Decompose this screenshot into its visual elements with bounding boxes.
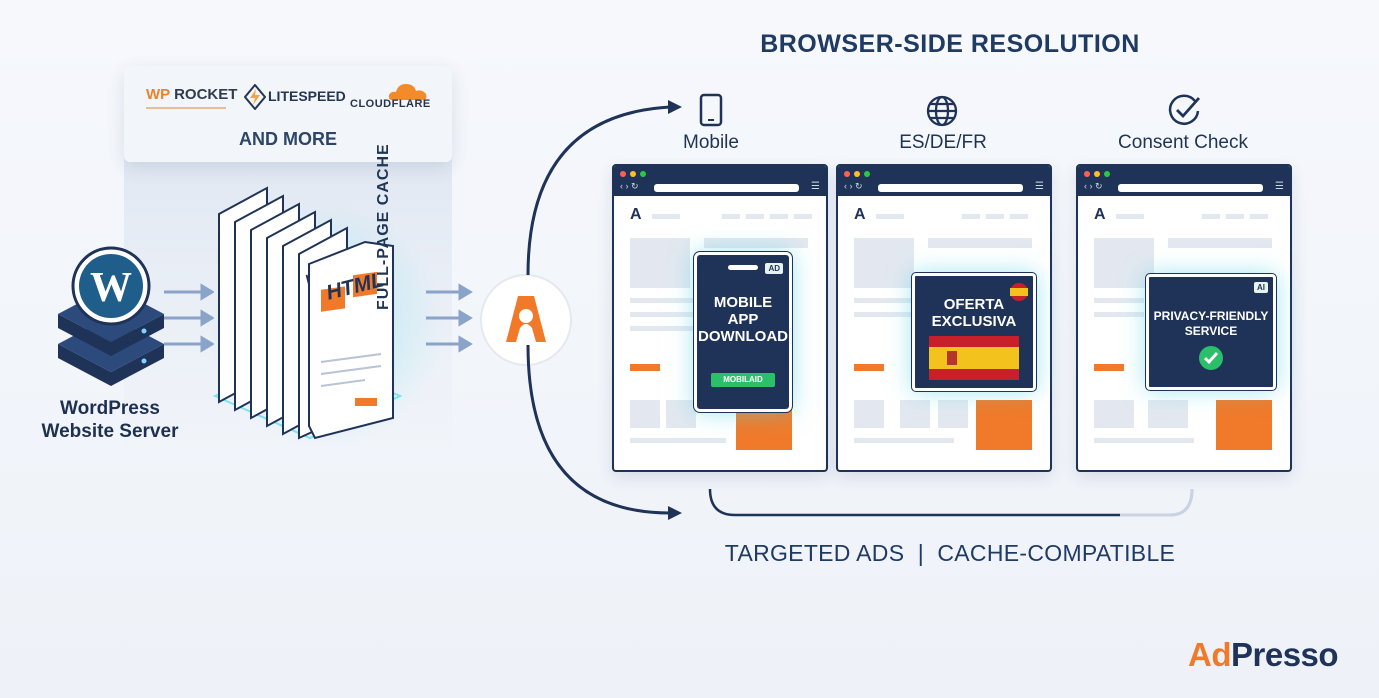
address-bar [654,184,799,192]
back-forward-icon: ‹ › ↻ [844,181,863,191]
cache-page-stack: HTML [212,186,403,440]
column-label-mobile: Mobile [683,132,739,153]
wordpress-server-icon: W [58,246,164,386]
litespeed-icon [244,84,266,110]
wp-rocket-underline [146,107,226,109]
wp-rocket-logo: WP ROCKET [146,86,237,103]
ad-text-line: APP [727,311,759,328]
spain-flag-icon [929,336,1019,380]
ad-badge: AD [765,263,783,274]
browser-toolbar: ‹ › ↻ ☰ [838,166,1050,196]
check-circle-icon [1168,94,1201,125]
ad-card-geo[interactable]: OFERTA EXCLUSIVA [911,272,1037,392]
menu-icon: ☰ [1035,181,1044,192]
ad-text-line: EXCLUSIVA [931,313,1017,330]
maximize-dot-icon [1104,171,1110,177]
brand-ad: Ad [1188,636,1232,673]
wp-rocket-logo-prefix: WP [146,86,170,103]
ad-text-line: MOBILE [713,294,773,311]
wordpress-server-label: WordPress Website Server [30,397,190,443]
cache-providers-card [124,66,452,162]
server-label-line-1: WordPress [60,398,160,419]
address-bar [1118,184,1263,192]
adpresso-logo: AdPresso [1188,636,1339,674]
ad-card-consent[interactable]: AI PRIVACY-FRIENDLY SERVICE [1145,273,1277,391]
server-to-cache-arrows [164,283,214,353]
menu-icon: ☰ [1275,181,1284,192]
ad-text-line: SERVICE [1184,324,1238,338]
spain-flag-badge-icon [1010,283,1028,301]
minimize-dot-icon [854,171,860,177]
browser-toolbar: ‹ › ↻ ☰ [614,166,826,196]
ad-text-line: PRIVACY-FRIENDLY [1153,309,1269,323]
column-label-consent: Consent Check [1118,132,1248,153]
site-logo-icon: A [1094,206,1106,223]
back-forward-icon: ‹ › ↻ [1084,181,1103,191]
close-dot-icon [1084,171,1090,177]
brand-presso: Presso [1231,636,1339,673]
minimize-dot-icon [630,171,636,177]
ad-card-mobile[interactable]: AD MOBILE APP DOWNLOAD MOBILAID [693,251,793,413]
and-more-label: AND MORE [239,129,337,149]
ad-text-line: DOWNLOAD [698,328,788,345]
phone-notch [728,265,758,270]
cloudflare-logo: CLOUDFLARE [350,98,431,110]
address-bar [878,184,1023,192]
minimize-dot-icon [1094,171,1100,177]
ad-download-button[interactable]: MOBILAID [711,373,775,387]
globe-icon [926,95,958,127]
browser-window-consent: ‹ › ↻ ☰ A [1076,164,1292,472]
wp-rocket-logo-name: ROCKET [174,86,238,103]
back-forward-icon: ‹ › ↻ [620,181,639,191]
browser-toolbar: ‹ › ↻ ☰ [1078,166,1290,196]
server-label-line-2: Website Server [41,421,179,442]
svg-text:W: W [90,265,132,311]
diagram-title: BROWSER-SIDE RESOLUTION [760,30,1140,58]
close-dot-icon [620,171,626,177]
full-page-cache-label: FULL-PAGE CACHE [375,143,392,310]
tagline: TARGETED ADS | CACHE-COMPATIBLE [724,540,1176,566]
ai-badge: AI [1254,282,1268,293]
menu-icon: ☰ [811,181,820,192]
smartphone-icon [699,93,723,127]
cache-to-adpresso-arrows [426,283,473,353]
maximize-dot-icon [640,171,646,177]
flow-arrows [526,100,1194,520]
adpresso-hub-icon [480,274,572,366]
close-dot-icon [844,171,850,177]
site-logo-icon: A [630,206,642,223]
column-label-geo: ES/DE/FR [899,132,987,153]
cloudflare-icon [388,84,427,100]
site-logo-icon: A [854,206,866,223]
litespeed-logo: LITESPEED [268,88,346,104]
maximize-dot-icon [864,171,870,177]
ad-text-line: OFERTA [943,296,1005,313]
green-check-icon [1199,346,1223,370]
